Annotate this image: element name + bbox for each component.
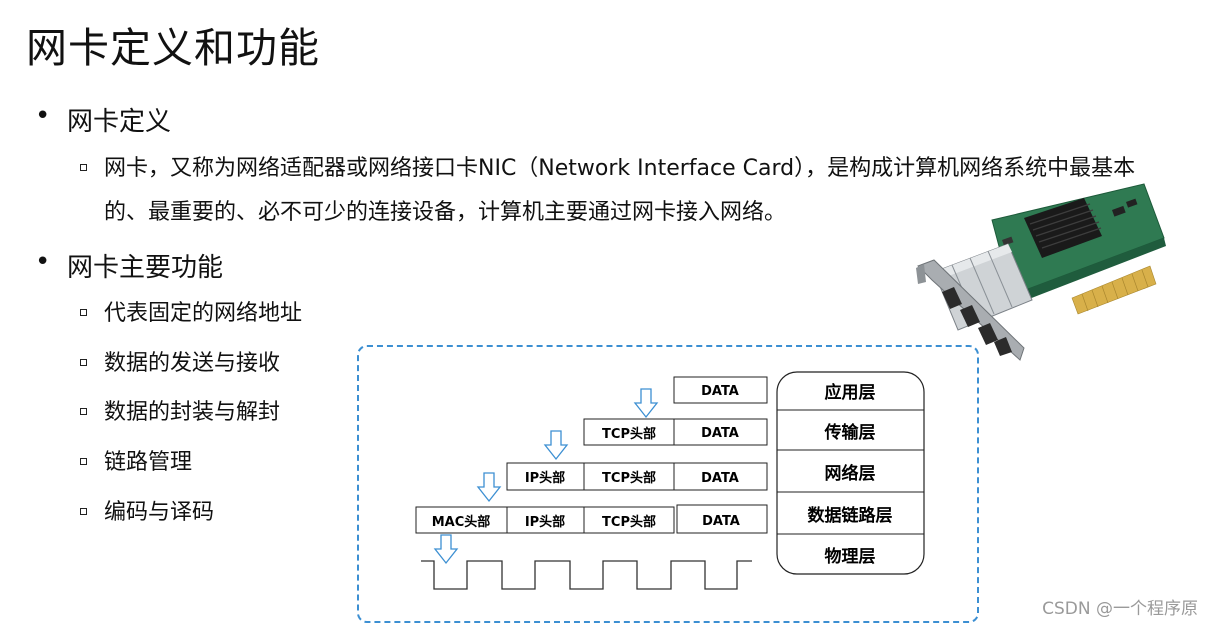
- bullet-functions: • 网卡主要功能: [35, 247, 224, 284]
- function-item: 链路管理: [80, 441, 193, 485]
- watermark: CSDN @一个程序原: [1042, 599, 1198, 619]
- square-bullet-icon: [80, 458, 87, 465]
- bullet-definition: • 网卡定义: [35, 101, 172, 138]
- function-label: 编码与译码: [104, 500, 215, 525]
- ip-header-label: IP头部: [525, 514, 565, 530]
- encapsulation-diagram: DATA TCP头部 DATA IP头部 TCP头部 DATA MAC头部 IP…: [357, 345, 979, 623]
- ip-header-label: IP头部: [525, 470, 565, 486]
- square-bullet-icon: [80, 359, 87, 366]
- function-item: 数据的发送与接收: [80, 342, 281, 386]
- page-title: 网卡定义和功能: [26, 24, 320, 72]
- square-bullet-icon: [80, 508, 87, 515]
- function-label: 数据的封装与解封: [104, 400, 281, 425]
- function-item: 数据的封装与解封: [80, 391, 281, 435]
- bullet-label: 网卡定义: [67, 107, 172, 137]
- tcp-header-label: TCP头部: [602, 514, 656, 530]
- definition-paragraph: 网卡，又称为网络适配器或网络接口卡NIC（Network Interface C…: [80, 147, 1189, 235]
- down-arrow-icon: [544, 430, 568, 460]
- network-card-image: [916, 183, 1166, 361]
- mac-header-label: MAC头部: [432, 514, 491, 530]
- definition-line-2: 的、最重要的、必不可少的连接设备，计算机主要通过网卡接入网络。: [104, 200, 787, 225]
- data-label: DATA: [702, 514, 740, 529]
- function-label: 数据的发送与接收: [104, 351, 281, 376]
- bullet-label: 网卡主要功能: [67, 253, 224, 283]
- bullet-dot-icon: •: [35, 247, 51, 277]
- layer-application: 应用层: [825, 382, 876, 403]
- data-label: DATA: [701, 471, 739, 486]
- layer-transport: 传输层: [824, 422, 876, 443]
- osi-layer-stack: [776, 371, 925, 575]
- layer-network: 网络层: [825, 463, 876, 484]
- bullet-dot-icon: •: [35, 101, 51, 131]
- square-bullet-icon: [80, 309, 87, 316]
- tcp-header-label: TCP头部: [602, 470, 656, 486]
- square-bullet-icon: [80, 408, 87, 415]
- layer-physical: 物理层: [825, 546, 876, 567]
- down-arrow-icon: [434, 534, 458, 564]
- definition-line-1: 网卡，又称为网络适配器或网络接口卡NIC（Network Interface C…: [104, 156, 1136, 181]
- encapsulation-svg: DATA TCP头部 DATA IP头部 TCP头部 DATA MAC头部 IP…: [415, 371, 925, 590]
- square-bullet-icon: [80, 164, 87, 171]
- function-label: 链路管理: [104, 450, 193, 475]
- down-arrow-icon: [634, 388, 658, 418]
- function-item: 代表固定的网络地址: [80, 292, 303, 336]
- signal-waveform: [421, 560, 752, 590]
- function-item: 编码与译码: [80, 491, 215, 535]
- layer-data-link: 数据链路层: [808, 505, 893, 526]
- data-label: DATA: [701, 426, 739, 441]
- down-arrow-icon: [477, 472, 501, 502]
- function-label: 代表固定的网络地址: [104, 301, 303, 326]
- tcp-header-label: TCP头部: [602, 426, 656, 442]
- data-label: DATA: [701, 384, 739, 399]
